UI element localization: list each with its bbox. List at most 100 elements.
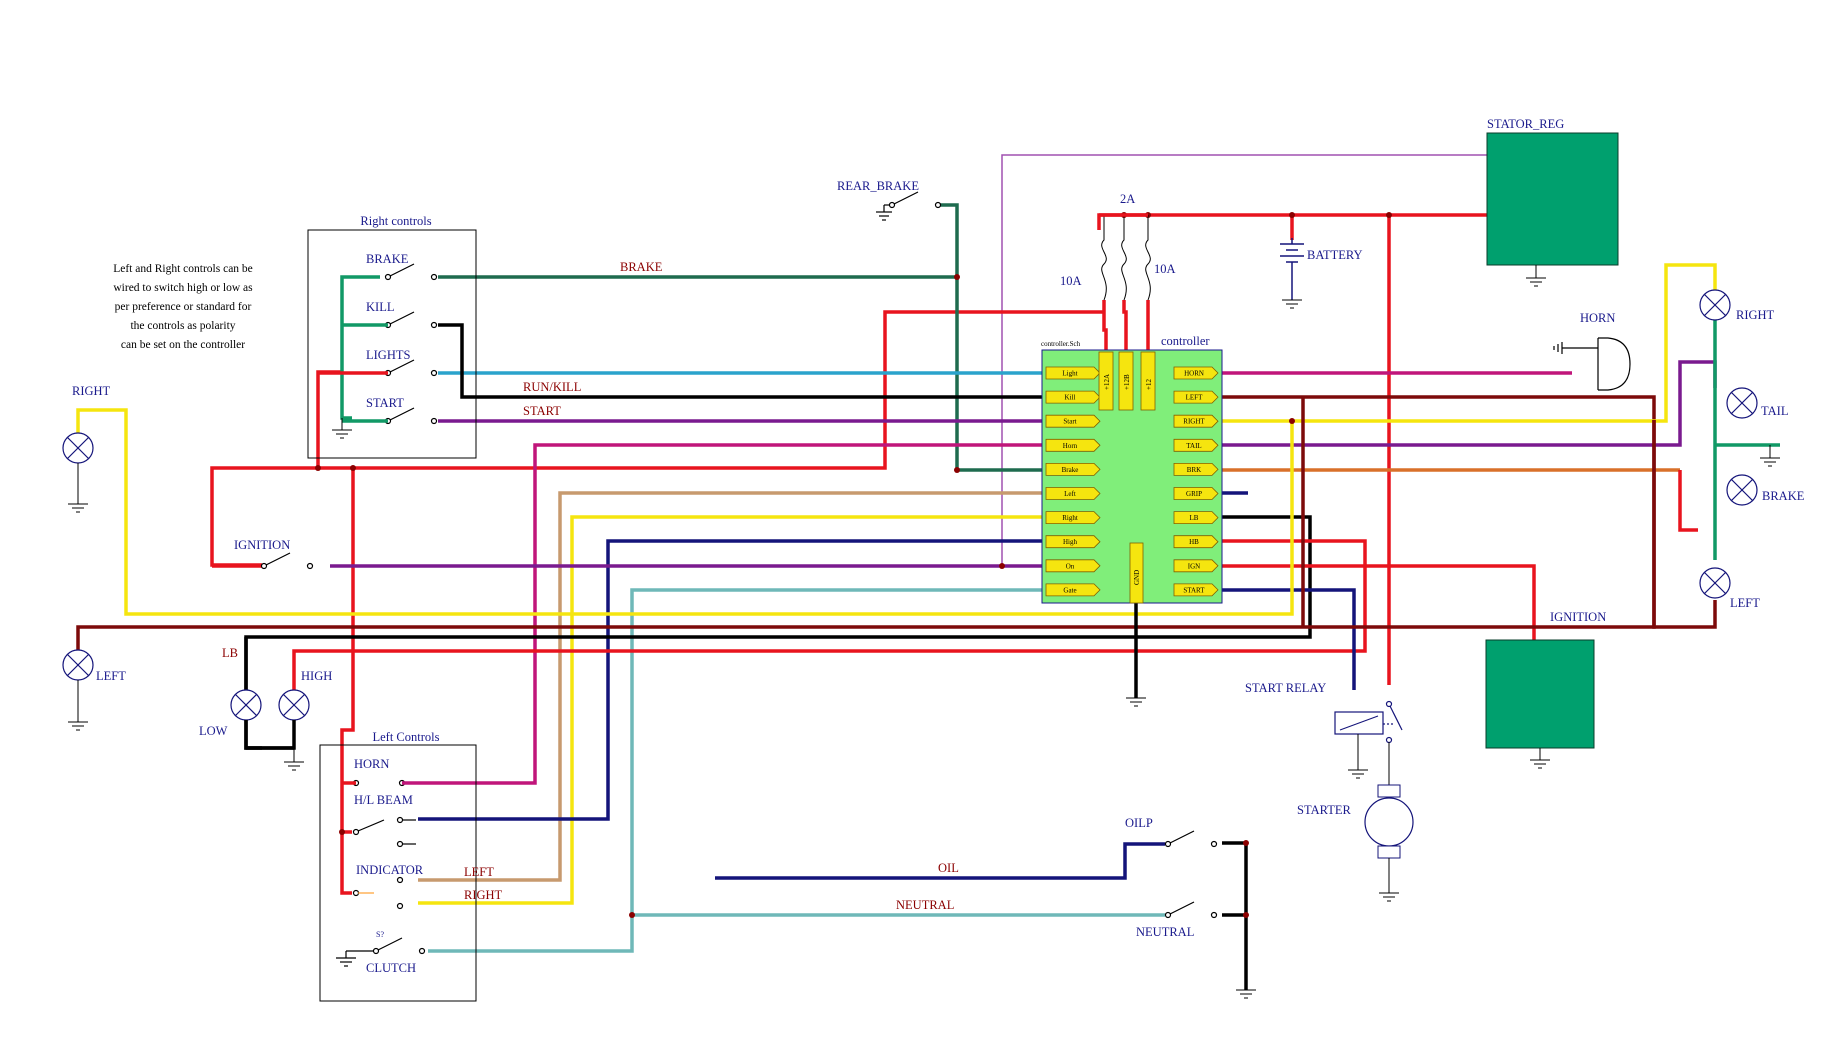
relay-contact-icon	[1383, 700, 1403, 744]
note-line-5: can be set on the controller	[121, 339, 245, 351]
ground-icon	[1236, 989, 1256, 999]
controller-pin-label: Gate	[1063, 586, 1076, 594]
fuse1-label: 10A	[1060, 274, 1082, 288]
clutch-ref-label: S?	[376, 930, 384, 939]
start-switch-icon[interactable]	[384, 407, 438, 425]
starter: STARTER	[1297, 742, 1414, 902]
wire-ign-out	[1222, 564, 1536, 640]
battery-icon	[1280, 238, 1304, 300]
kill-switch-icon[interactable]	[384, 311, 438, 329]
controller-pin-start: START	[1173, 583, 1219, 597]
neutral-switch[interactable]: NEUTRAL	[1136, 901, 1218, 939]
lamp-icon	[278, 689, 310, 721]
left-controls-frame	[319, 744, 477, 1002]
controller-pin-label: Kill	[1065, 394, 1076, 402]
ignition-switch-label: IGNITION	[234, 538, 290, 552]
junction-dot	[315, 465, 321, 471]
junction-dot	[954, 274, 960, 280]
controller-pin-label: High	[1063, 538, 1078, 546]
kill-switch-label: KILL	[366, 300, 394, 314]
wire-12v-left-controls	[340, 468, 355, 895]
controller-pin-brake: Brake	[1045, 462, 1101, 476]
controller-pin-horn: HORN	[1173, 366, 1219, 380]
rear-right-lamp-label: RIGHT	[1736, 308, 1775, 322]
indicator-switch-icon[interactable]	[352, 876, 404, 910]
hl-beam-switch-icon[interactable]	[352, 816, 417, 848]
wire-hb-out	[292, 539, 1367, 690]
junction-dot	[999, 563, 1005, 569]
lamp-icon	[62, 649, 94, 681]
starter-terminal-bottom	[1377, 845, 1401, 859]
ground-icon	[68, 721, 88, 731]
lb-label: LB	[222, 646, 238, 660]
lights-switch-label: LIGHTS	[366, 348, 410, 362]
controller-pin-label: Right	[1062, 514, 1078, 522]
front-lamps: RIGHT LEFT LB LOW HIGH	[62, 384, 332, 771]
rear-left-lamp-label: LEFT	[1730, 596, 1760, 610]
controller-pin-label: Horn	[1063, 442, 1078, 450]
start-relay: START RELAY	[1245, 681, 1403, 779]
horn-button-icon[interactable]	[352, 779, 406, 787]
brake-switch-label: BRAKE	[366, 252, 409, 266]
lights-switch-icon[interactable]	[384, 359, 438, 377]
brake-wire-label: BRAKE	[620, 260, 663, 274]
starter-motor-icon	[1364, 797, 1414, 847]
wire-stator-sense	[1001, 154, 1487, 566]
relay-coil-line	[1339, 715, 1379, 731]
wire-oil	[715, 842, 1165, 880]
wire-lowhigh-bottom	[244, 720, 296, 750]
ground-icon	[1760, 445, 1780, 467]
controller-title: controller	[1161, 334, 1210, 348]
starter-label: STARTER	[1297, 803, 1351, 817]
oilp-switch-icon[interactable]	[1164, 830, 1218, 848]
junction-dot	[339, 829, 345, 835]
low-lamp-label: LOW	[199, 724, 228, 738]
controller-pin-ign: IGN	[1173, 559, 1219, 573]
brake-switch-icon[interactable]	[384, 263, 438, 281]
lamp-icon	[1726, 387, 1758, 419]
ground-icon	[1379, 892, 1399, 902]
wire-right-brake-common	[340, 275, 380, 420]
start-relay-label: START RELAY	[1245, 681, 1326, 695]
run-kill-wire-label: RUN/KILL	[523, 380, 581, 394]
neutral-switch-icon[interactable]	[1164, 901, 1218, 919]
note-line-3: per preference or standard for	[115, 301, 252, 313]
ignition-module: IGNITION	[1485, 610, 1606, 769]
oilp-switch[interactable]: OILP	[1125, 816, 1218, 848]
fuse3-label: 10A	[1154, 262, 1176, 276]
controller-pin-label: Left	[1064, 490, 1076, 498]
ignition-switch[interactable]: IGNITION	[234, 538, 314, 570]
controller-pin-label: Brake	[1062, 466, 1079, 474]
controller-pin-brk: BRK	[1173, 462, 1219, 476]
stator-reg-body	[1486, 132, 1619, 266]
brake-lamp-label: BRAKE	[1762, 489, 1805, 503]
lamp-icon	[1699, 289, 1731, 321]
wire-left-out	[1222, 395, 1656, 420]
note-line-4: the controls as polarity	[130, 320, 235, 332]
stator-reg-label: STATOR_REG	[1487, 117, 1564, 131]
oil-wire-label: OIL	[938, 861, 959, 875]
ignition-switch-icon[interactable]	[260, 552, 314, 570]
controller-pin-light: Light	[1045, 366, 1101, 380]
wire-labels: BRAKE RUN/KILL START OIL NEUTRAL	[523, 260, 959, 912]
controller-pin-label: HORN	[1184, 370, 1204, 378]
horn-switch-label: HORN	[354, 757, 389, 771]
wire-fuse-bus	[1097, 213, 1148, 230]
controller-pin-lb: LB	[1173, 511, 1219, 524]
ground-icon	[1126, 697, 1146, 707]
front-right-lamp-label: RIGHT	[72, 384, 111, 398]
gnd-pin-label: GND	[1133, 570, 1141, 585]
starter-terminal-top	[1377, 784, 1401, 798]
rear-brake-switch-icon[interactable]	[876, 191, 942, 221]
controller-pin-hb: HB	[1173, 535, 1219, 549]
controller-pin-label: On	[1066, 562, 1075, 570]
wires	[76, 154, 1780, 990]
clutch-switch-icon[interactable]	[336, 937, 426, 967]
indicator-switch-label: INDICATOR	[356, 863, 424, 877]
ground-icon	[1282, 299, 1302, 309]
controller-pin-label: HB	[1189, 538, 1199, 546]
oilp-switch-label: OILP	[1125, 816, 1153, 830]
rear-brake-switch[interactable]: REAR_BRAKE	[837, 179, 942, 221]
left-controls-box: Left Controls HORN H/L BEAM INDICATOR LE…	[319, 730, 503, 1002]
